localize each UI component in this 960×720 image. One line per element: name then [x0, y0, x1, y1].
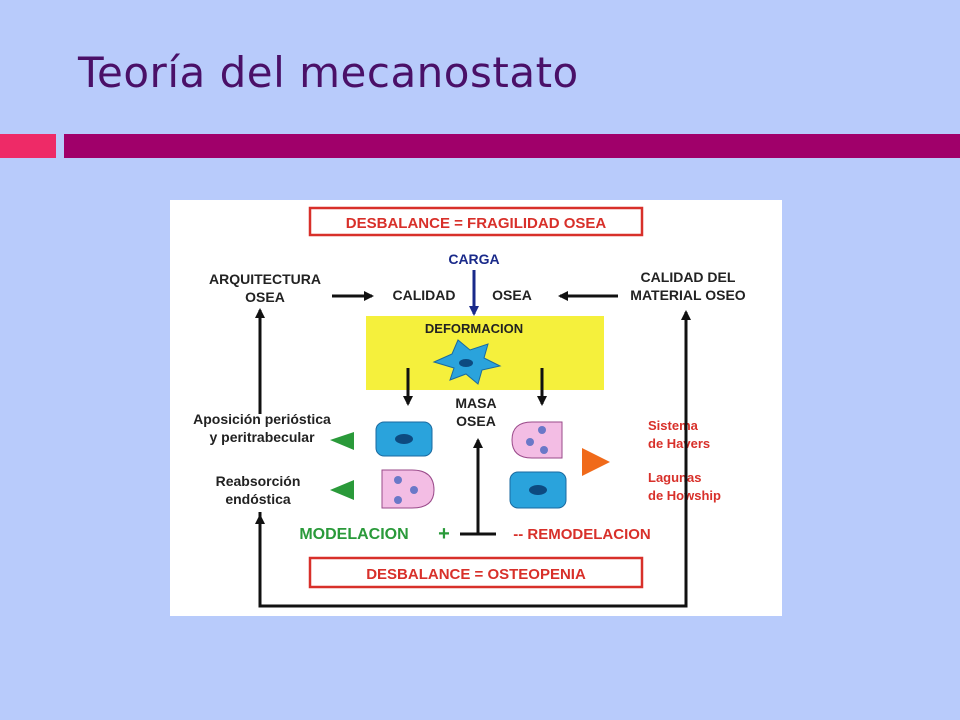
green-triangle-aposicion: [330, 432, 354, 450]
remodelacion-label: -- REMODELACION: [513, 526, 651, 543]
aposicion-label-1: Aposición perióstica: [193, 411, 331, 427]
masa-label-2: OSEA: [456, 413, 496, 429]
bottom-banner-box: [308, 556, 644, 589]
havers-label-2: de Havers: [648, 436, 710, 451]
title-rule-accent: [0, 134, 56, 158]
cell-pink-right-nucleus-2: [526, 438, 534, 446]
lagunas-label-1: Lagunas: [648, 470, 701, 485]
deformacion-label: DEFORMACION: [425, 321, 523, 336]
reabsorcion-label-2: endóstica: [225, 491, 291, 507]
cell-pink-right: [511, 421, 563, 459]
title-rule-bar: [64, 134, 960, 158]
slide-title: Teoría del mecanostato: [78, 48, 579, 97]
orange-triangle: [582, 448, 610, 476]
arquitectura-label-1: ARQUITECTURA: [209, 271, 321, 287]
cell-pink-left-nucleus-2: [410, 486, 418, 494]
aposicion-label-2: y peritrabecular: [209, 429, 315, 445]
havers-label-1: Sistema: [648, 418, 699, 433]
masa-label-1: MASA: [455, 395, 496, 411]
calidad-label: CALIDAD: [393, 287, 456, 303]
cell-pink-right-nucleus-1: [538, 426, 546, 434]
plus-sign: +: [438, 523, 450, 545]
cell-pink-left: [381, 469, 435, 509]
top-banner-text: DESBALANCE = FRAGILIDAD OSEA: [346, 215, 607, 232]
green-triangle-reabsorcion: [330, 480, 354, 500]
cell-pink-left-nucleus-3: [394, 496, 402, 504]
arquitectura-label-2: OSEA: [245, 289, 285, 305]
osea-center-label: OSEA: [492, 287, 532, 303]
mecanostato-diagram: DESBALANCE = FRAGILIDAD OSEA CARGA ARQUI…: [170, 200, 782, 616]
carga-label: CARGA: [448, 251, 499, 267]
modelacion-label: MODELACION: [299, 526, 408, 543]
reabsorcion-label-1: Reabsorción: [216, 473, 301, 489]
top-banner-box: [308, 206, 644, 237]
cell-blue-right-nucleus: [529, 485, 547, 495]
diagram-svg: DESBALANCE = FRAGILIDAD OSEA CARGA ARQUI…: [193, 206, 746, 608]
bottom-banner-text: DESBALANCE = OSTEOPENIA: [366, 566, 586, 583]
osteocyte-nucleus: [459, 359, 473, 367]
cell-pink-right-nucleus-3: [540, 446, 548, 454]
cell-pink-left-nucleus-1: [394, 476, 402, 484]
calidad-material-label-1: CALIDAD DEL: [641, 269, 736, 285]
calidad-material-label-2: MATERIAL OSEO: [630, 287, 745, 303]
cell-blue-left-nucleus: [395, 434, 413, 444]
